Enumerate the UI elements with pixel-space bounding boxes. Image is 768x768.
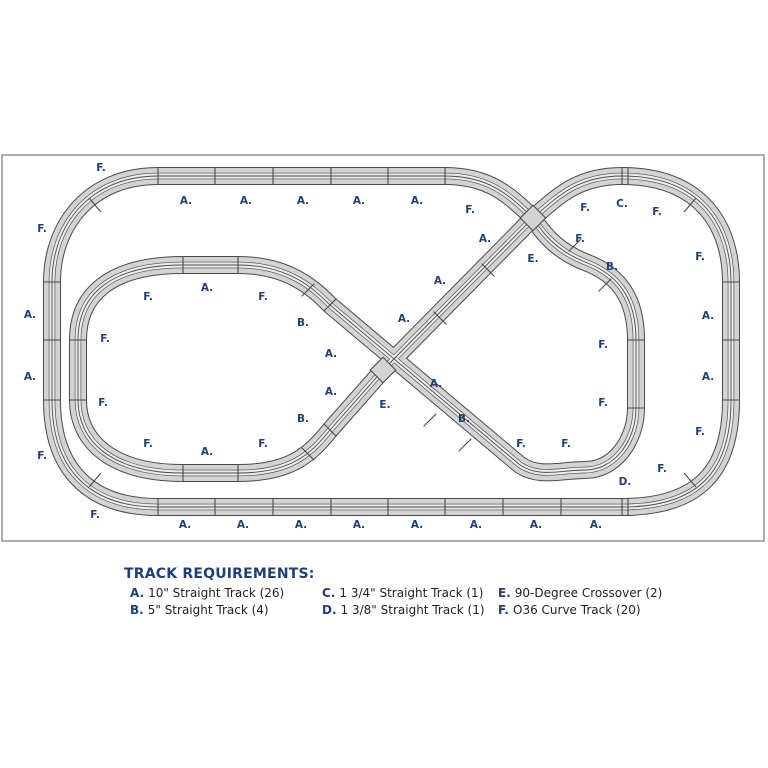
track-piece-label: F.: [98, 397, 108, 409]
track-piece-label: F.: [143, 438, 153, 450]
track-piece-label: A.: [24, 309, 36, 321]
track-piece-label: A.: [398, 313, 410, 325]
track-piece-label: F.: [516, 438, 526, 450]
track-piece-label: A.: [295, 519, 307, 531]
track-joint: [423, 413, 437, 427]
track-piece-label: A.: [434, 275, 446, 287]
track-piece-label: F.: [561, 438, 571, 450]
track-piece-label: F.: [580, 202, 590, 214]
track-piece-label: A.: [353, 195, 365, 207]
track-piece-label: A.: [470, 519, 482, 531]
track-piece-label: F.: [258, 291, 268, 303]
track-piece-label: A.: [325, 348, 337, 360]
track-joint: [568, 238, 582, 252]
track-joint: [88, 197, 102, 213]
track-joint: [481, 263, 495, 277]
label-group: F. A. A. A. A. A. F. F. C. F. F. A. A. F. F. F. B. F. F. F.…: [24, 162, 714, 531]
track-piece-label: A.: [201, 282, 213, 294]
track-piece-label: A.: [590, 519, 602, 531]
track-piece-label: A.: [325, 386, 337, 398]
track-piece-label: A.: [240, 195, 252, 207]
track-piece-label: A.: [702, 371, 714, 383]
track-joint: [323, 298, 337, 312]
track-piece-label: B.: [297, 317, 309, 329]
track-piece-label: F.: [695, 426, 705, 438]
track-piece-label: A.: [297, 195, 309, 207]
track-piece-label: F.: [100, 333, 110, 345]
track-piece-label: A.: [479, 233, 491, 245]
track-piece-label: F.: [695, 251, 705, 263]
track-piece-label: F.: [37, 450, 47, 462]
track-piece-label: F.: [465, 204, 475, 216]
track-piece-label: F.: [96, 162, 106, 174]
track-piece-label: C.: [616, 198, 628, 210]
track-piece-label: F.: [258, 438, 268, 450]
track-piece-label: A.: [702, 310, 714, 322]
track-joint: [433, 311, 447, 325]
track-piece-label: A.: [237, 519, 249, 531]
track-piece-label: E.: [379, 399, 390, 411]
track-joint: [683, 472, 697, 488]
track-piece-label: F.: [575, 233, 585, 245]
crossover-marker: [369, 356, 397, 384]
track-joint: [301, 447, 315, 461]
track-piece-label: A.: [411, 519, 423, 531]
track-piece-label: A.: [201, 446, 213, 458]
track-piece-label: A.: [530, 519, 542, 531]
track-joint: [301, 283, 315, 297]
track-piece-label: B.: [606, 261, 618, 273]
track-group: [43, 167, 740, 516]
track-joint: [323, 423, 337, 437]
track-joint: [683, 197, 697, 213]
track-piece-label: A.: [179, 519, 191, 531]
track-piece-label: E.: [527, 253, 538, 265]
track-piece-label: B.: [458, 413, 470, 425]
track-piece-label: A.: [180, 195, 192, 207]
track-piece-label: D.: [619, 476, 632, 488]
track-piece-label: F.: [90, 509, 100, 521]
track-joints: [43, 167, 740, 516]
crossover-marker: [519, 204, 547, 232]
track-piece-label: A.: [353, 519, 365, 531]
track-joint: [88, 472, 102, 488]
track-piece-label: B.: [297, 413, 309, 425]
track-piece-label: F.: [598, 397, 608, 409]
track-piece-label: A.: [24, 371, 36, 383]
track-piece-label: A.: [411, 195, 423, 207]
inner-loop-track: [69, 209, 645, 482]
track-piece-label: F.: [143, 291, 153, 303]
track-joint: [598, 278, 612, 292]
track-piece-label: F.: [657, 463, 667, 475]
track-piece-label: F.: [37, 223, 47, 235]
track-piece-label: F.: [598, 339, 608, 351]
track-piece-label: A.: [430, 378, 442, 390]
track-piece-label: F.: [652, 206, 662, 218]
track-joint: [458, 438, 472, 452]
